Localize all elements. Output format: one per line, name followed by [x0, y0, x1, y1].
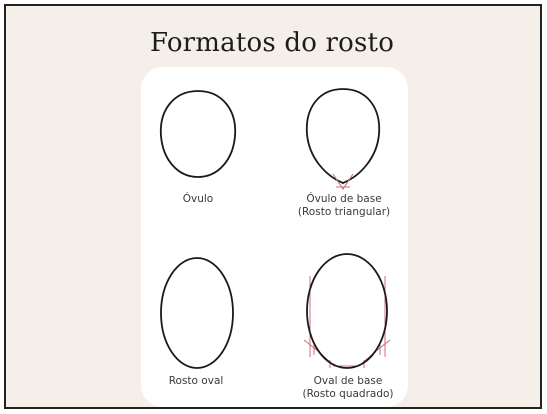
caption-ovulo: Óvulo	[148, 193, 248, 206]
caption-rosto-oval: Rosto oval	[146, 375, 246, 388]
face-ovulo-de-base-outline	[306, 88, 380, 184]
caption-ovulo-de-base: Óvulo de base (Rosto triangular)	[291, 193, 397, 219]
caption-oval-de-base-label: Oval de base	[313, 375, 383, 387]
caption-ovulo-de-base-sublabel: (Rosto triangular)	[297, 206, 391, 218]
face-rosto-oval-outline	[160, 257, 234, 369]
caption-rosto-oval-label: Rosto oval	[168, 375, 224, 387]
chin-guide-triangle	[332, 173, 354, 190]
caption-ovulo-de-base-label: Óvulo de base	[306, 193, 382, 205]
face-ovulo-outline	[160, 90, 236, 178]
caption-oval-de-base-sublabel: (Rosto quadrado)	[302, 388, 394, 400]
square-guide-ticks	[313, 344, 381, 368]
square-guide-jaw	[303, 339, 391, 367]
caption-ovulo-label: Óvulo	[182, 193, 214, 205]
face-oval-de-base-outline	[306, 253, 388, 369]
caption-oval-de-base: Oval de base (Rosto quadrado)	[296, 375, 400, 401]
diagram-title: Formatos do rosto	[150, 28, 395, 58]
diagram-card	[141, 67, 408, 407]
